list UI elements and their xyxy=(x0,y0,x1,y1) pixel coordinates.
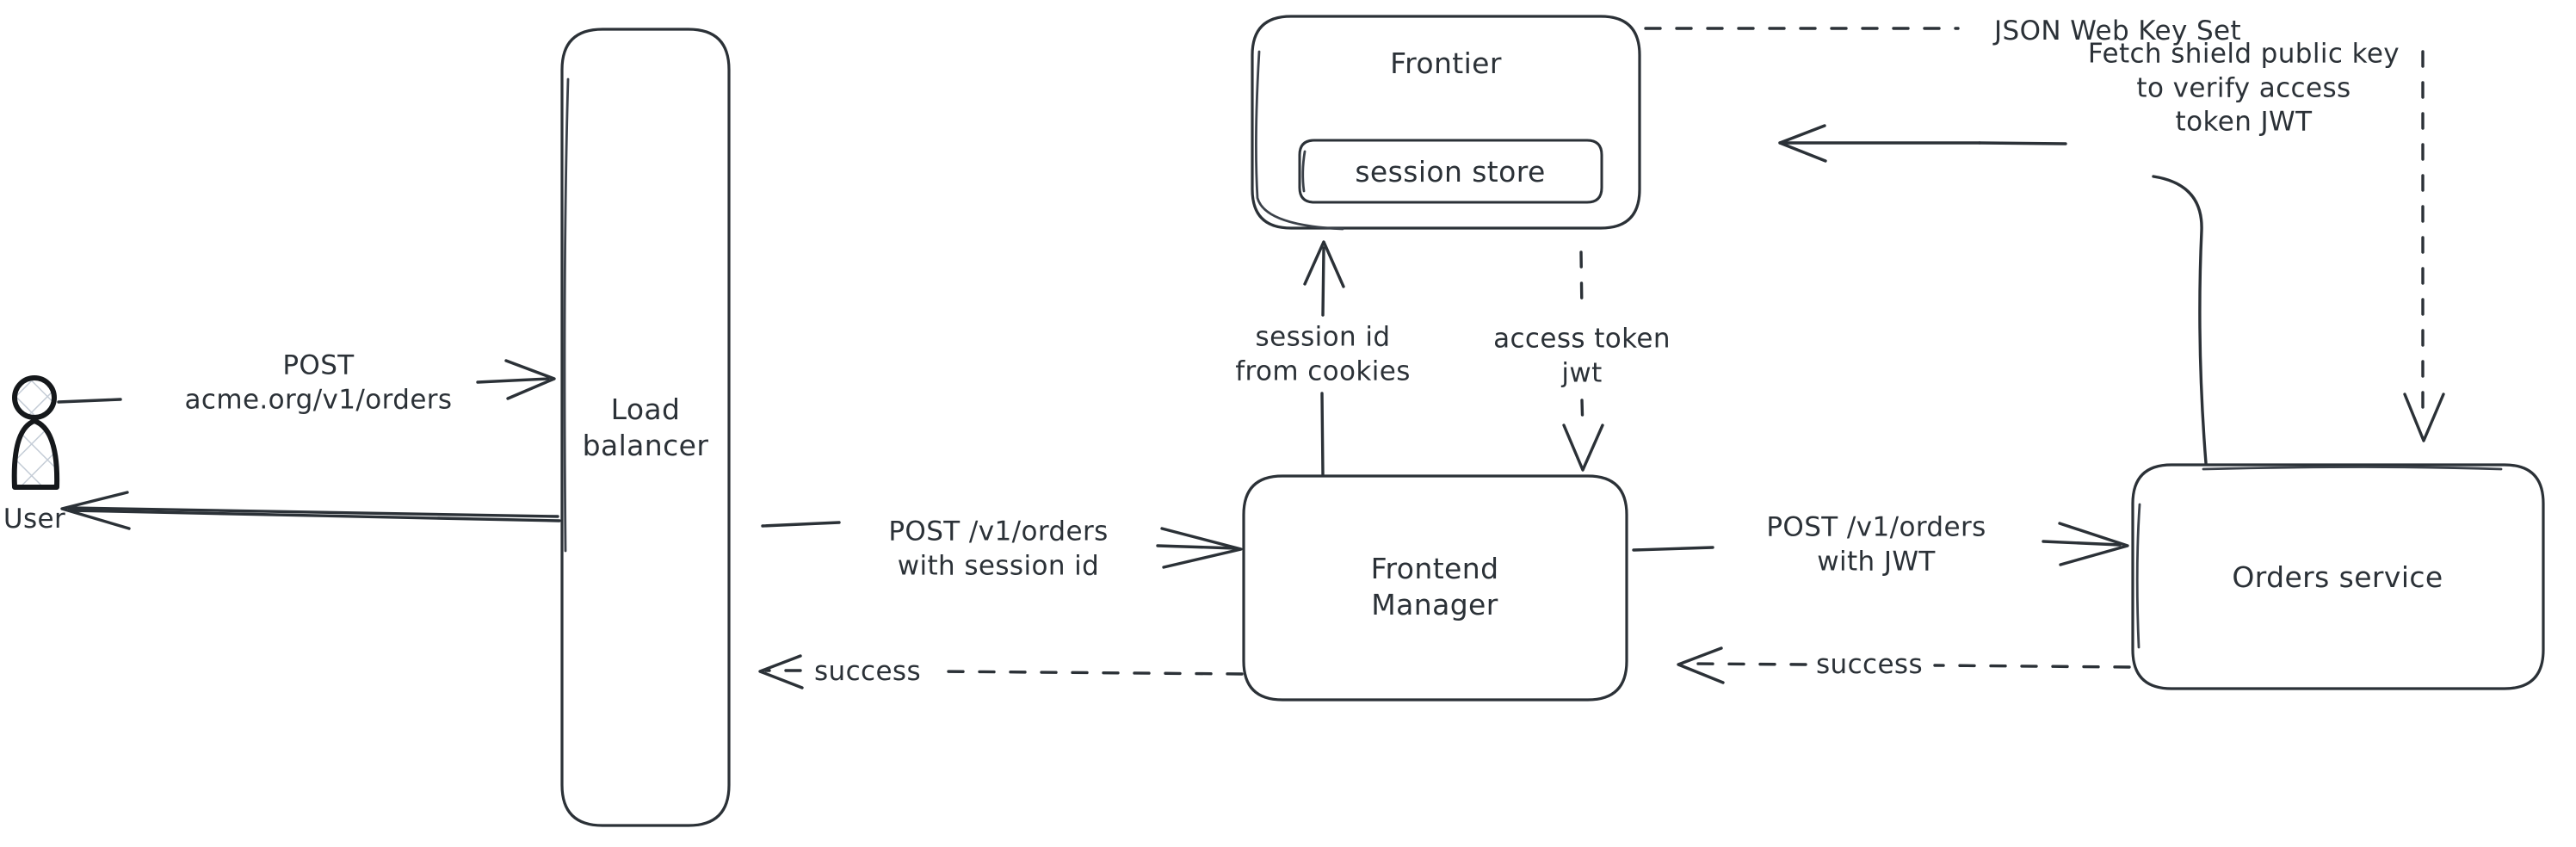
edge-fm-to-frontier xyxy=(1303,240,1345,476)
node-frontier[interactable] xyxy=(1251,15,1641,231)
edge-fm-to-orders xyxy=(1632,522,2129,566)
node-session-store xyxy=(1298,139,1603,204)
node-label-orders-service: Orders service xyxy=(2232,560,2443,594)
edge-lb-to-user xyxy=(60,491,561,530)
edge-label-frontier-to-fm: access token jwt xyxy=(1493,323,1671,388)
edge-lb-to-fm xyxy=(761,521,1243,569)
edge-orders-to-frontier xyxy=(1778,124,2208,465)
edge-label-frontier-to-orders: JSON Web Key Set xyxy=(1994,15,2242,46)
edge-frontier-to-fm xyxy=(1562,250,1604,472)
edge-orders-to-fm xyxy=(1677,646,2131,684)
node-label-load-balancer: Load balancer xyxy=(582,392,709,462)
edge-label-lb-to-fm: POST /v1/orders with session id xyxy=(888,516,1109,581)
user-actor-figure xyxy=(11,375,60,490)
edge-user-to-lb xyxy=(57,359,556,404)
edge-label-fm-to-lb: success xyxy=(813,656,922,688)
node-frontend-manager[interactable] xyxy=(1242,474,1628,702)
edge-label-orders-to-fm: success xyxy=(1815,649,1924,681)
node-load-balancer[interactable] xyxy=(560,28,731,827)
edge-label-orders-to-frontier: Fetch shield public key to verify access… xyxy=(2087,38,2400,138)
node-label-frontier: Frontier xyxy=(1390,46,1502,80)
edge-label-fm-to-orders: POST /v1/orders with JWT xyxy=(1766,511,1986,577)
edge-label-fm-to-frontier: session id from cookies xyxy=(1235,321,1411,386)
node-orders-service[interactable] xyxy=(2131,463,2545,690)
edge-frontier-to-orders xyxy=(1644,27,2445,442)
node-label-session-store: session store xyxy=(1355,154,1546,189)
edge-label-user-to-lb: POST acme.org/v1/orders xyxy=(184,349,453,415)
edge-fm-to-lb xyxy=(758,654,1244,689)
node-label-frontend-manager: Frontend Manager xyxy=(1370,551,1499,621)
user-actor-label: User xyxy=(3,504,66,535)
